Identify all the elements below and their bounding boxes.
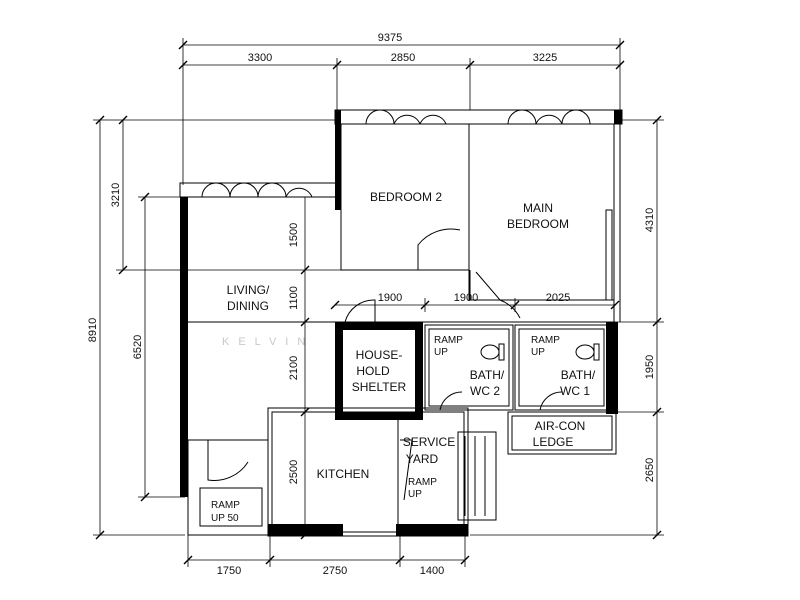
dim-right-upper: 4310: [644, 208, 656, 232]
label-service-1: SERVICE: [403, 435, 455, 449]
ramp-bath1-2: UP: [531, 347, 545, 358]
window-main-bedroom: [507, 109, 591, 125]
dim-inner-v-3: 2100: [288, 356, 300, 380]
toilet-icon: [575, 343, 600, 361]
label-service-2: YARD: [406, 452, 439, 466]
label-bath1-1: BATH/: [561, 368, 596, 382]
door-entrance: [207, 440, 249, 481]
door-bath1: [539, 391, 563, 411]
dim-bottom-seg-3: 1400: [420, 565, 444, 577]
door-shelter: [344, 299, 376, 323]
toilet-icon: [480, 343, 505, 361]
dim-inner-v-2: 1100: [288, 286, 300, 310]
watermark: KELVIN: [222, 336, 314, 348]
ramp-bath2-2: UP: [434, 347, 448, 358]
label-aircon-1: AIR-CON: [535, 419, 586, 433]
dim-bottom-seg-2: 2750: [323, 565, 347, 577]
label-main-bedroom-1: MAIN: [523, 201, 553, 215]
door-main-bedroom: [475, 271, 521, 319]
label-aircon-2: LEDGE: [533, 435, 574, 449]
dim-top-seg-2: 2850: [391, 52, 415, 64]
door-service-yard: [400, 439, 413, 501]
dim-top-seg-1: 3300: [248, 52, 272, 64]
window-living: [201, 182, 313, 198]
fixtures: [480, 343, 600, 361]
ramp-service-2: UP: [408, 489, 422, 500]
label-shelter-2: HOLD: [356, 364, 390, 378]
dim-inner-h-2: 1900: [454, 292, 478, 304]
dim-right-lower: 2650: [644, 458, 656, 482]
dim-top-seg-3: 3225: [533, 52, 557, 64]
label-bath2-1: BATH/: [470, 368, 505, 382]
dim-left-total: 8910: [87, 318, 99, 342]
doors: [207, 228, 563, 501]
ramp-service-1: RAMP: [408, 477, 437, 488]
dim-inner-h-1: 1900: [378, 292, 402, 304]
label-shelter-3: SHELTER: [352, 380, 407, 394]
dim-inner-v-1: 1500: [288, 223, 300, 247]
dim-left-lower: 6520: [132, 335, 144, 359]
ramp-entrance-1: RAMP: [211, 500, 240, 511]
windows: [201, 109, 591, 198]
door-bath2: [439, 391, 463, 411]
label-shelter-1: HOUSE-: [356, 348, 403, 362]
ramp-bath2-1: RAMP: [434, 335, 463, 346]
door-bedroom2: [417, 228, 461, 270]
walls: [179, 109, 623, 537]
label-main-bedroom-2: BEDROOM: [507, 217, 569, 231]
dim-left-upper: 3210: [110, 183, 122, 207]
dim-top-total: 9375: [378, 32, 402, 44]
dim-bottom-seg-1: 1750: [217, 565, 241, 577]
dimension-lines: [93, 38, 664, 567]
window-bedroom2: [365, 109, 447, 125]
dim-inner-v-4: 2500: [288, 460, 300, 484]
ramp-bath1-1: RAMP: [531, 335, 560, 346]
label-living-1: LIVING/: [227, 283, 270, 297]
ramp-entrance-2: UP 50: [211, 513, 239, 524]
label-living-2: DINING: [227, 299, 269, 313]
label-bath1-2: WC 1: [560, 384, 590, 398]
label-bedroom2: BEDROOM 2: [370, 190, 442, 204]
dim-right-middle: 1950: [644, 355, 656, 379]
label-bath2-2: WC 2: [470, 384, 500, 398]
label-kitchen: KITCHEN: [317, 467, 370, 481]
dim-inner-h-3: 2025: [546, 292, 570, 304]
